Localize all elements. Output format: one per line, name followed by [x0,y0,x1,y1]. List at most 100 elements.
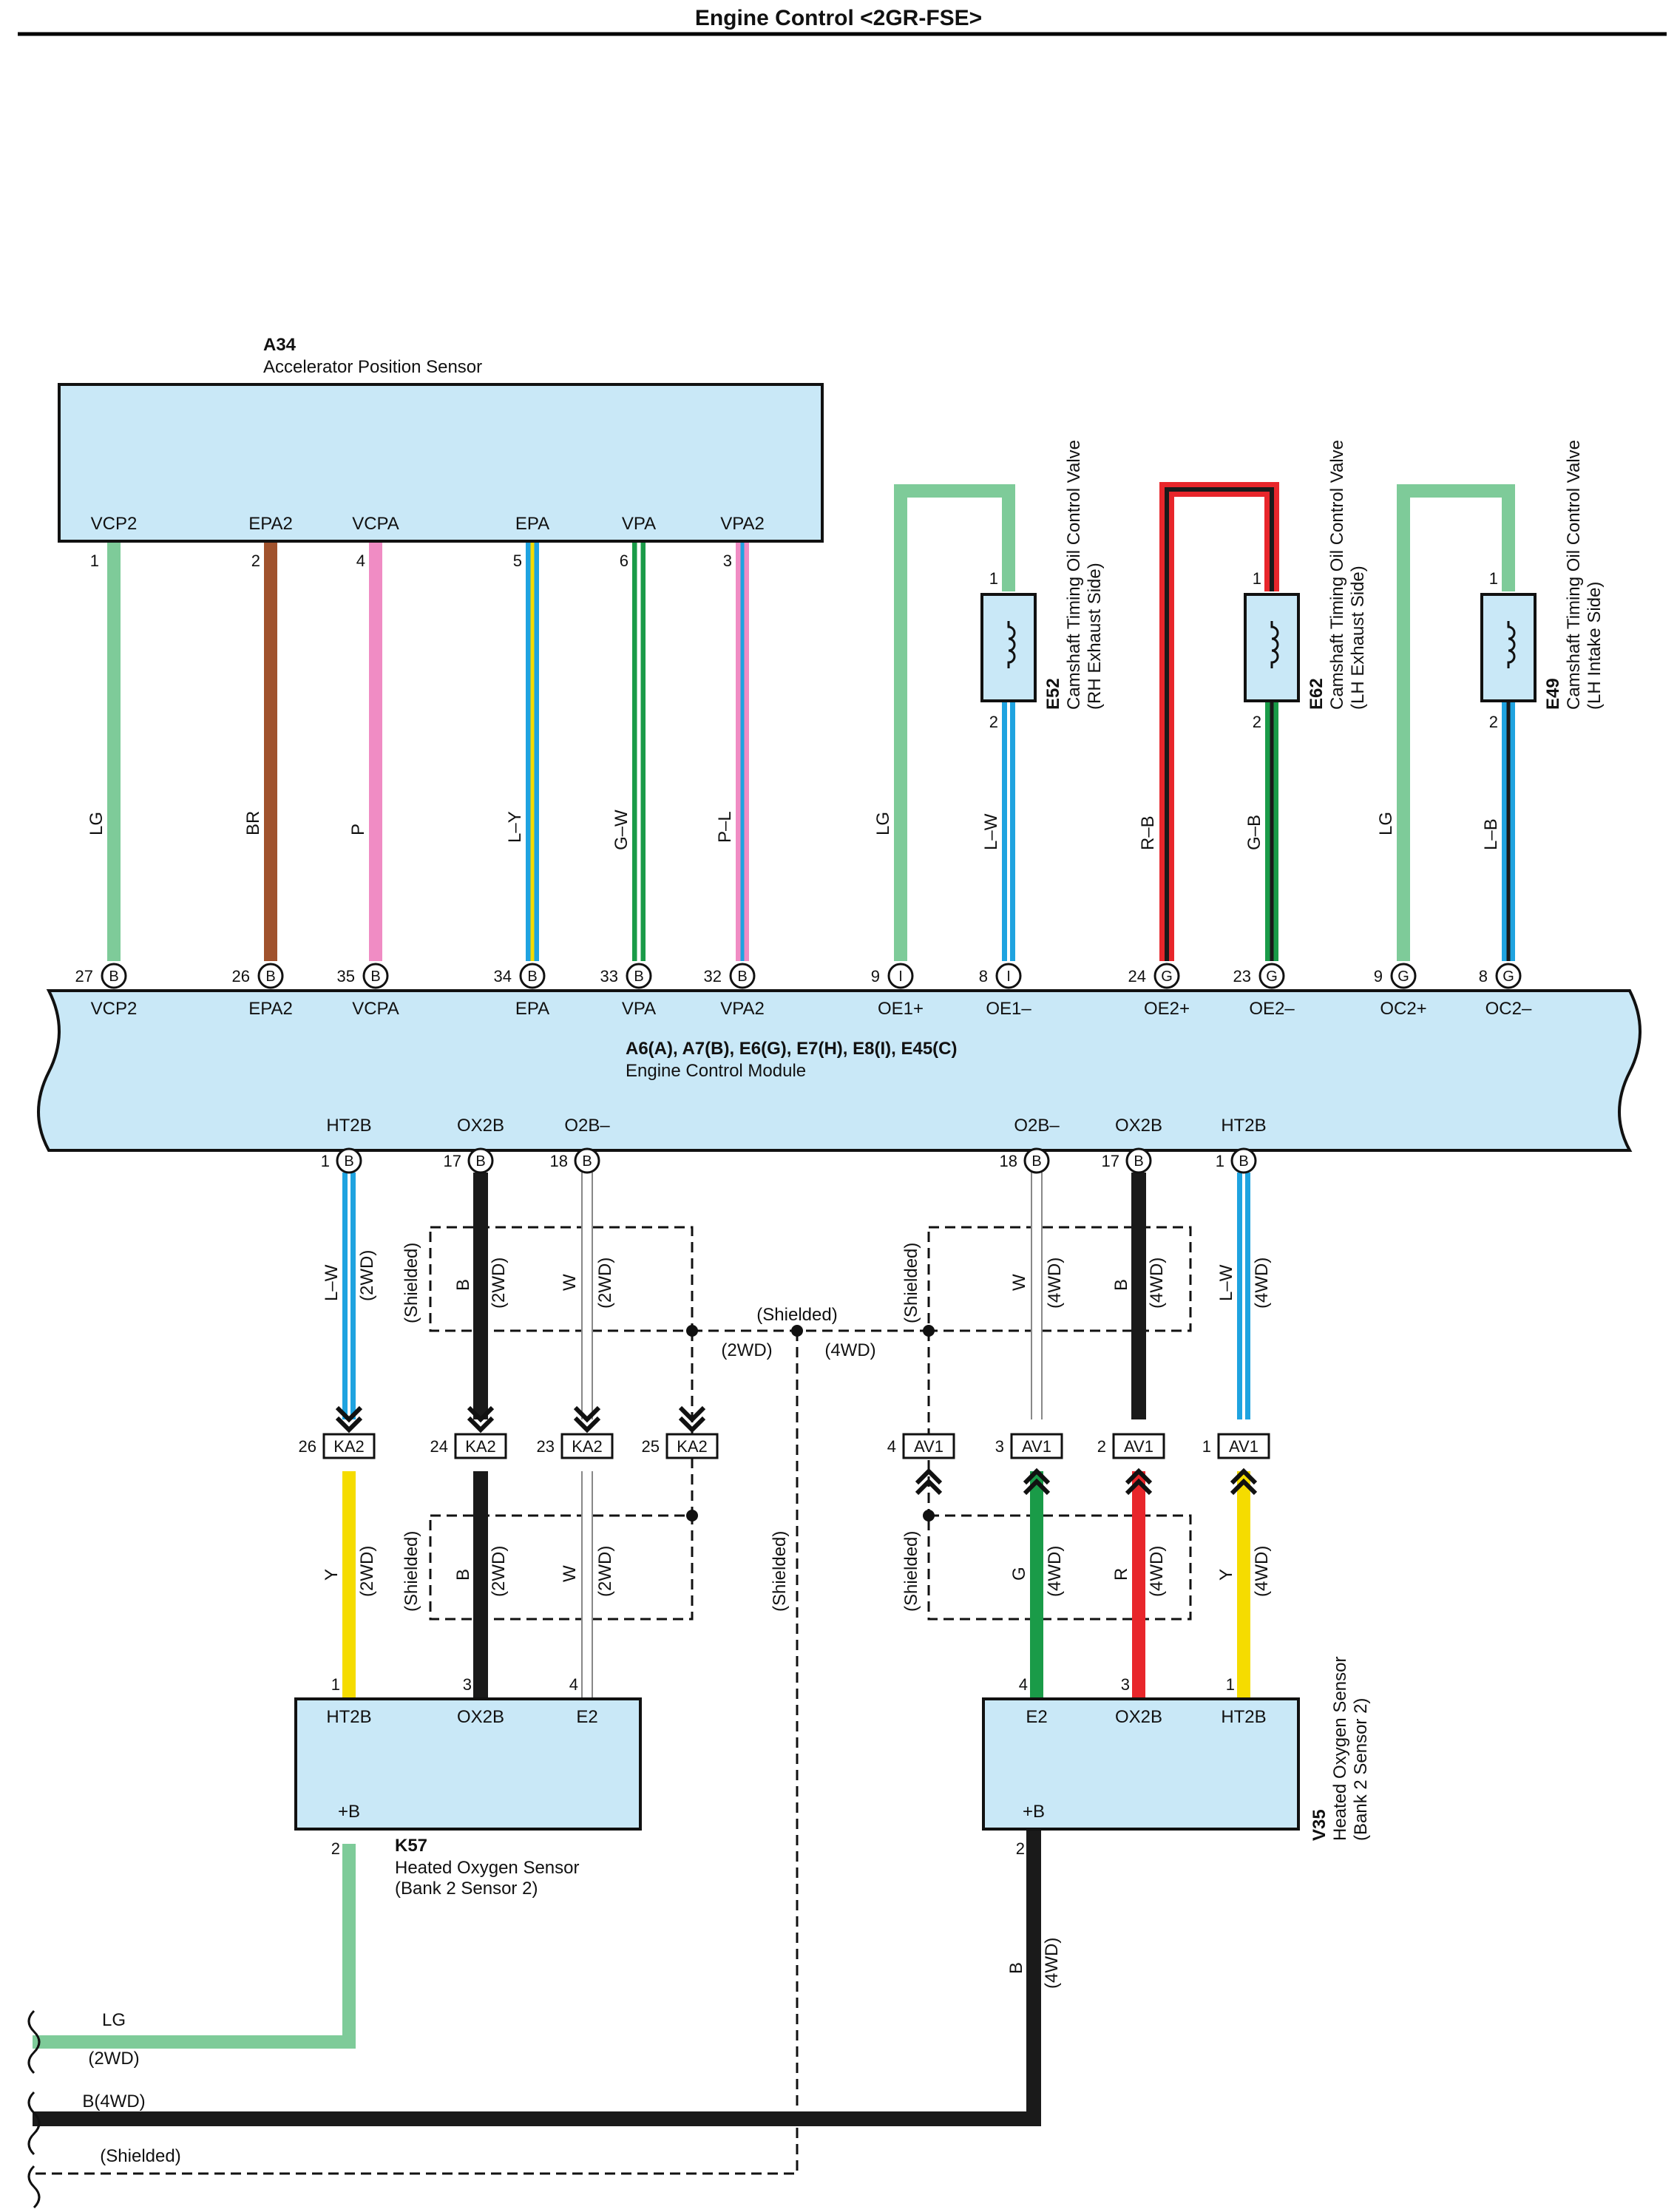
svg-text:3: 3 [463,1675,472,1694]
svg-text:(Shielded): (Shielded) [756,1305,837,1325]
svg-text:B: B [1031,1153,1041,1170]
svg-text:(2WD): (2WD) [595,1546,615,1597]
svg-text:LG: LG [873,812,893,835]
valve-wire-colors: LG L–W R–B G–B LG L–B [873,812,1501,850]
svg-text:2: 2 [1253,713,1261,731]
svg-text:L–W: L–W [1216,1264,1236,1301]
svg-text:(2WD): (2WD) [357,1250,377,1301]
svg-text:G: G [1266,968,1278,985]
svg-text:B: B [1239,1153,1248,1170]
svg-text:Camshaft Timing Oil Control Va: Camshaft Timing Oil Control Valve [1327,440,1347,710]
svg-text:L–W: L–W [322,1264,342,1301]
svg-text:B: B [453,1569,473,1581]
svg-text:VCP2: VCP2 [91,999,138,1019]
a34-wires [107,543,749,961]
svg-text:1: 1 [90,552,99,570]
svg-text:(Shielded): (Shielded) [100,2146,180,2166]
svg-text:24: 24 [430,1437,448,1456]
continuation-marks [27,2009,41,2209]
k57-sensor: 1 3 4 HT2B OX2B E2 +B 2 K57 Heated Oxyge… [294,1675,642,1899]
svg-text:P: P [348,824,368,835]
svg-text:E62: E62 [1307,678,1327,710]
svg-text:OX2B: OX2B [1115,1116,1162,1136]
svg-text:9: 9 [871,967,880,985]
svg-text:(2WD): (2WD) [489,1546,509,1597]
svg-text:(2WD): (2WD) [595,1258,615,1309]
svg-text:+B: +B [1023,1802,1045,1822]
ka2-connector: KA2 KA2 KA2 KA2 26 24 23 25 [299,1433,719,1459]
a34-code: A34 [263,335,297,355]
svg-text:(Shielded): (Shielded) [901,1531,921,1612]
svg-text:HT2B: HT2B [326,1707,371,1727]
svg-text:32: 32 [704,967,722,985]
svg-text:R: R [1111,1568,1131,1581]
svg-text:2: 2 [1016,1839,1025,1858]
svg-text:(Shielded): (Shielded) [770,1531,790,1612]
svg-text:1: 1 [331,1675,340,1694]
valve-e52: 1 2 E52 Camshaft Timing Oil Control Valv… [980,440,1105,731]
svg-text:L–B: L–B [1481,818,1501,850]
svg-text:K57: K57 [395,1836,427,1856]
svg-text:(Bank 2 Sensor 2): (Bank 2 Sensor 2) [1351,1698,1371,1841]
svg-text:27: 27 [75,967,93,985]
svg-text:B: B [634,968,643,985]
svg-text:(4WD): (4WD) [1045,1546,1065,1597]
ka2-chevrons [335,1405,706,1434]
svg-text:(4WD): (4WD) [1252,1258,1272,1309]
svg-text:LG: LG [87,812,106,835]
lower-wire-labels-top: L–W (2WD) (Shielded) B (2WD) W (2WD) (Sh… [322,1243,1272,1360]
svg-text:KA2: KA2 [572,1437,603,1456]
svg-text:17: 17 [444,1152,461,1170]
ecm-box [37,989,1642,1152]
svg-text:Camshaft Timing Oil Control Va: Camshaft Timing Oil Control Valve [1064,440,1084,710]
svg-text:(LH Exhaust Side): (LH Exhaust Side) [1348,566,1368,710]
svg-text:VCPA: VCPA [352,999,399,1019]
svg-text:Heated Oxygen Sensor: Heated Oxygen Sensor [395,1858,579,1878]
svg-text:Y: Y [322,1569,342,1581]
svg-text:OE1+: OE1+ [878,999,924,1019]
a34-terminals: VCP2 EPA2 VCPA EPA VPA VPA2 1 2 4 5 6 3 [90,514,765,570]
page-title: Engine Control <2GR-FSE> [695,6,982,30]
svg-text:2: 2 [1097,1437,1106,1456]
valve-wires [894,482,1515,961]
svg-text:E52: E52 [1043,678,1063,710]
svg-text:B: B [475,1153,485,1170]
svg-text:3: 3 [1121,1675,1130,1694]
svg-text:4: 4 [887,1437,896,1456]
svg-text:25: 25 [642,1437,660,1456]
svg-text:(RH Exhaust Side): (RH Exhaust Side) [1085,563,1105,710]
svg-text:B(4WD): B(4WD) [82,2091,145,2111]
valve-e62: 1 2 E62 Camshaft Timing Oil Control Valv… [1244,440,1368,731]
svg-text:OE2+: OE2+ [1144,999,1190,1019]
svg-text:4: 4 [1019,1675,1028,1694]
svg-text:G: G [1161,968,1173,985]
svg-text:R–B: R–B [1138,815,1158,850]
svg-text:(2WD): (2WD) [357,1546,377,1597]
svg-text:(2WD): (2WD) [721,1340,772,1360]
svg-text:2: 2 [331,1839,340,1858]
svg-text:8: 8 [979,967,988,985]
svg-text:EPA2: EPA2 [248,999,293,1019]
svg-text:B: B [453,1279,473,1291]
svg-text:L–W: L–W [981,813,1001,850]
svg-text:18: 18 [550,1152,568,1170]
svg-text:AV1: AV1 [914,1437,943,1456]
svg-text:KA2: KA2 [677,1437,708,1456]
svg-text:1: 1 [1226,1675,1235,1694]
svg-text:+B: +B [338,1802,360,1822]
svg-text:23: 23 [1233,967,1251,985]
svg-text:AV1: AV1 [1229,1437,1258,1456]
svg-text:(4WD): (4WD) [1252,1546,1272,1597]
valve-e49: 1 2 E49 Camshaft Timing Oil Control Valv… [1480,440,1605,731]
svg-text:EPA: EPA [515,999,549,1019]
svg-text:5: 5 [513,552,522,570]
svg-text:G: G [1398,968,1409,985]
svg-text:1: 1 [1216,1152,1224,1170]
svg-text:1: 1 [989,569,998,588]
svg-text:B: B [1006,1962,1026,1974]
svg-text:OX2B: OX2B [1115,1707,1162,1727]
svg-text:9: 9 [1374,967,1383,985]
svg-text:B: B [582,1153,592,1170]
svg-text:L–Y: L–Y [505,811,525,843]
